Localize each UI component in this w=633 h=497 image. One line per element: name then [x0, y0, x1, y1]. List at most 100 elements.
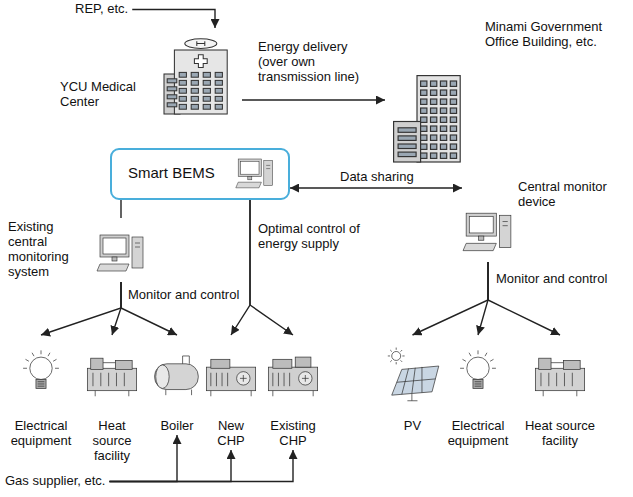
equipment-node: Boiler — [150, 335, 204, 434]
window — [440, 153, 446, 158]
sun-ray — [400, 360, 402, 362]
window — [421, 81, 427, 86]
equipment-node: PV — [385, 335, 440, 434]
equipment-node: Electrical equipment — [5, 335, 77, 449]
light-ray — [460, 368, 464, 369]
monitor — [100, 235, 129, 257]
window — [203, 72, 210, 77]
cylinder-line — [284, 373, 285, 386]
bulb-picture — [13, 335, 69, 415]
node-label: New CHP — [206, 335, 256, 449]
sun-ray — [390, 360, 392, 362]
chp-icon — [206, 359, 255, 396]
node-label: Minami Government Office Building, etc. — [485, 20, 617, 50]
chp2-icon — [268, 357, 317, 396]
hospital-picture — [160, 28, 240, 120]
node-label: Existing central monitoring system — [8, 218, 92, 280]
heat-icon — [87, 358, 136, 396]
monitor — [466, 213, 496, 236]
window — [431, 108, 437, 113]
cylinder-line — [227, 373, 228, 386]
connector — [132, 9, 215, 28]
window — [398, 136, 416, 141]
window — [421, 153, 427, 158]
bulb-base — [36, 379, 46, 388]
grille — [540, 373, 541, 386]
light-ray — [478, 350, 479, 354]
annotation-label: Monitor and control — [494, 272, 609, 287]
sun-ray — [400, 350, 402, 352]
bulb-icon — [460, 350, 496, 388]
light-ray — [41, 350, 42, 354]
bulb-thread — [475, 382, 482, 386]
window — [440, 117, 446, 122]
connector — [109, 450, 293, 482]
window — [203, 80, 210, 85]
sun-ray — [387, 355, 389, 356]
helipad-mark — [197, 41, 205, 46]
window — [203, 96, 210, 101]
window — [431, 81, 437, 86]
office-icon — [394, 76, 461, 162]
pump — [539, 358, 551, 369]
window — [179, 88, 186, 93]
window — [450, 99, 456, 104]
light-ray — [55, 368, 59, 369]
boiler-pipe — [166, 356, 192, 395]
pv-icon — [387, 348, 438, 401]
grille — [108, 373, 109, 386]
window — [421, 99, 427, 104]
pump — [91, 358, 103, 369]
computer-icon — [463, 213, 511, 250]
window — [203, 88, 210, 93]
light-ray — [469, 353, 471, 356]
window — [179, 104, 186, 109]
panel-grid — [396, 379, 435, 382]
window — [167, 79, 177, 83]
solar-panel — [391, 366, 438, 395]
window — [431, 99, 437, 104]
annotation-label: Monitor and control — [126, 288, 241, 303]
tank — [115, 360, 132, 369]
window — [421, 144, 427, 149]
node-label: Heat source facility — [80, 335, 144, 464]
bulb-glass — [467, 357, 489, 379]
node-label: Heat source facility — [522, 335, 598, 449]
bulb-glass — [30, 357, 52, 379]
window — [179, 72, 186, 77]
equipment-node: Electrical equipment — [443, 335, 513, 449]
grille — [124, 373, 125, 386]
grille — [100, 373, 101, 386]
monitor-node: Central monitor device — [462, 180, 612, 262]
window — [215, 88, 222, 93]
boiler-icon — [155, 356, 199, 395]
window — [440, 99, 446, 104]
heat-unit — [535, 368, 584, 390]
source-label-node: Gas supplier, etc. — [5, 474, 105, 489]
tower — [132, 237, 143, 268]
grille — [572, 373, 573, 386]
light-ray — [485, 353, 487, 356]
boiler-front — [156, 365, 169, 389]
window — [421, 108, 427, 113]
computer-picture — [96, 230, 146, 280]
engine-top — [273, 359, 292, 368]
window — [191, 80, 198, 85]
window — [203, 104, 210, 109]
tower — [499, 215, 510, 247]
chp-picture — [203, 335, 259, 415]
source-label-node: REP, etc. — [75, 2, 128, 17]
engine-detail — [211, 375, 251, 396]
connector — [112, 282, 121, 335]
node-label: PV — [385, 335, 440, 434]
connector — [478, 262, 488, 335]
drive — [135, 243, 140, 247]
stand — [248, 177, 252, 180]
bulb-base — [473, 379, 483, 388]
stand — [112, 257, 117, 261]
engine-body — [268, 367, 317, 391]
connector — [290, 187, 462, 188]
screen — [103, 238, 126, 254]
keyboard — [463, 243, 496, 250]
